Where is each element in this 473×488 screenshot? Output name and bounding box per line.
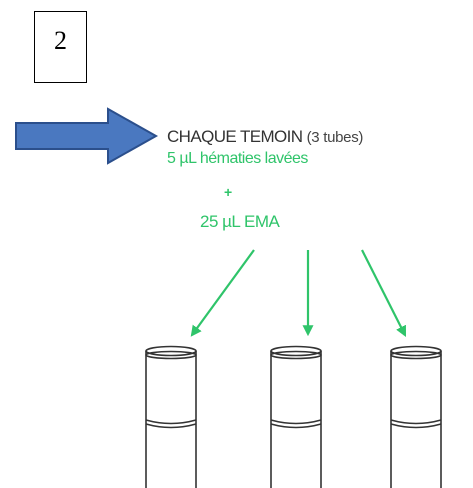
protocol-title-suffix: (3 tubes) — [306, 129, 364, 146]
right-block-arrow-icon — [14, 106, 160, 166]
green-arrow-right — [361, 249, 406, 337]
reagent-ema: 25 µL EMA — [200, 212, 280, 231]
green-arrow-left — [190, 249, 255, 337]
test-tube-icon — [145, 345, 197, 488]
test-tube-icon — [390, 345, 442, 488]
protocol-title-main: CHAQUE TEMOIN — [167, 127, 303, 146]
step-number-box: 2 — [34, 11, 87, 83]
step-number: 2 — [54, 26, 67, 55]
plus-sign: + — [224, 184, 232, 200]
protocol-title: CHAQUE TEMOIN (3 tubes) — [167, 127, 363, 147]
test-tube-icon — [270, 345, 322, 488]
reagent-washed-rbc: 5 µL hématies lavées — [167, 150, 308, 167]
